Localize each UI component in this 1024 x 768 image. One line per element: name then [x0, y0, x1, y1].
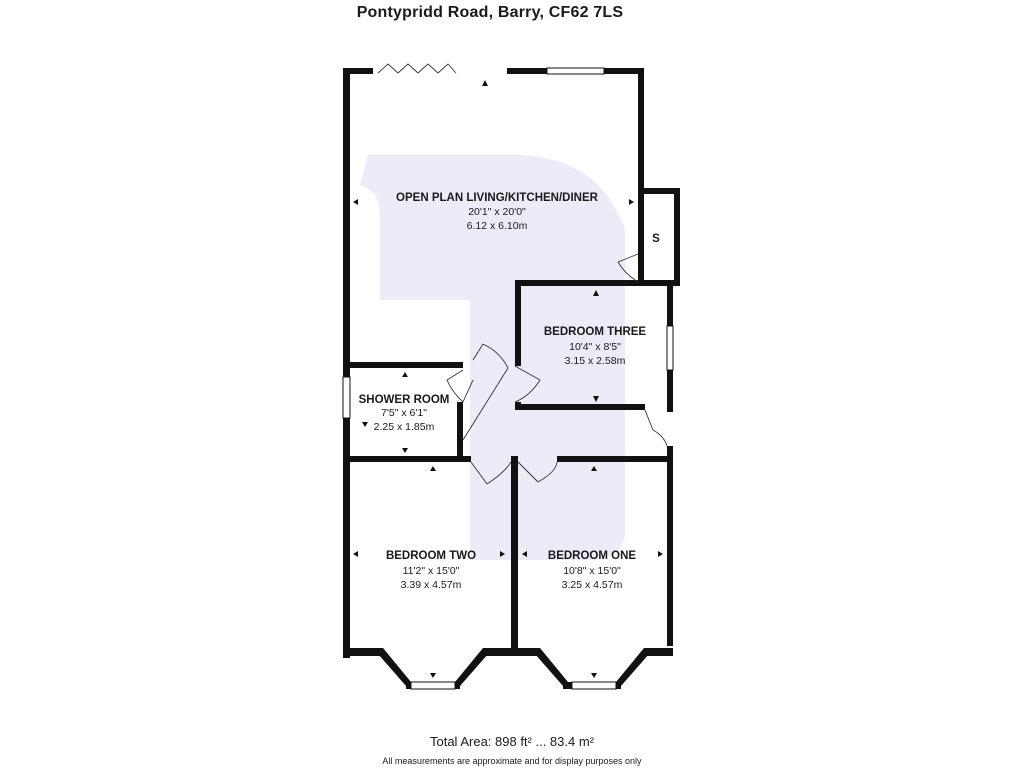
bedroom-two-door: [470, 461, 512, 485]
room-metric-bedroom-three: 3.15 x 2.58m: [565, 355, 626, 367]
room-metric-bedroom-one: 3.25 x 4.57m: [562, 579, 623, 591]
room-imperial-shower: 7'5" x 6'1": [381, 407, 427, 419]
room-name-bedroom-two: BEDROOM TWO: [386, 550, 476, 562]
bifold-door: [377, 63, 457, 74]
dimension-markers: [353, 80, 663, 678]
page-title: Pontypridd Road, Barry, CF62 7LS: [356, 4, 624, 21]
storage-door: [617, 253, 639, 283]
bedroom-one-door: [517, 461, 558, 483]
living-door: [472, 343, 509, 369]
room-name-bedroom-one: BEDROOM ONE: [548, 550, 637, 562]
room-name-living: OPEN PLAN LIVING/KITCHEN/DINER: [396, 192, 599, 204]
front-door: [644, 409, 668, 447]
room-name-bedroom-three: BEDROOM THREE: [544, 326, 647, 338]
window-shower: [342, 376, 351, 419]
room-metric-living: 6.12 x 6.10m: [467, 220, 528, 232]
room-metric-shower: 2.25 x 1.85m: [374, 421, 435, 433]
hall-passage: [462, 367, 509, 441]
room-imperial-bedroom-two: 11'2" x 15'0": [403, 565, 460, 577]
room-name-storage: S: [652, 233, 660, 245]
window-living-top: [546, 67, 605, 75]
doors: [377, 63, 668, 485]
room-imperial-bedroom-one: 10'8" x 15'0": [563, 565, 621, 577]
room-name-shower: SHOWER ROOM: [359, 394, 450, 406]
windows: [342, 67, 674, 690]
room-metric-bedroom-two: 3.39 x 4.57m: [401, 579, 462, 591]
room-imperial-living: 20'1" x 20'0": [468, 206, 526, 218]
room-imperial-bedroom-three: 10'4" x 8'5": [569, 341, 621, 353]
disclaimer: All measurements are approximate and for…: [382, 756, 642, 766]
bedroom-three-door: [514, 365, 541, 403]
window-bedroom-two-bay: [410, 681, 456, 690]
window-bedroom-three: [666, 325, 674, 371]
shower-door: [446, 369, 464, 403]
total-area: Total Area: 898 ft² ... 83.4 m²: [429, 734, 595, 749]
window-bedroom-one-bay: [571, 681, 617, 690]
